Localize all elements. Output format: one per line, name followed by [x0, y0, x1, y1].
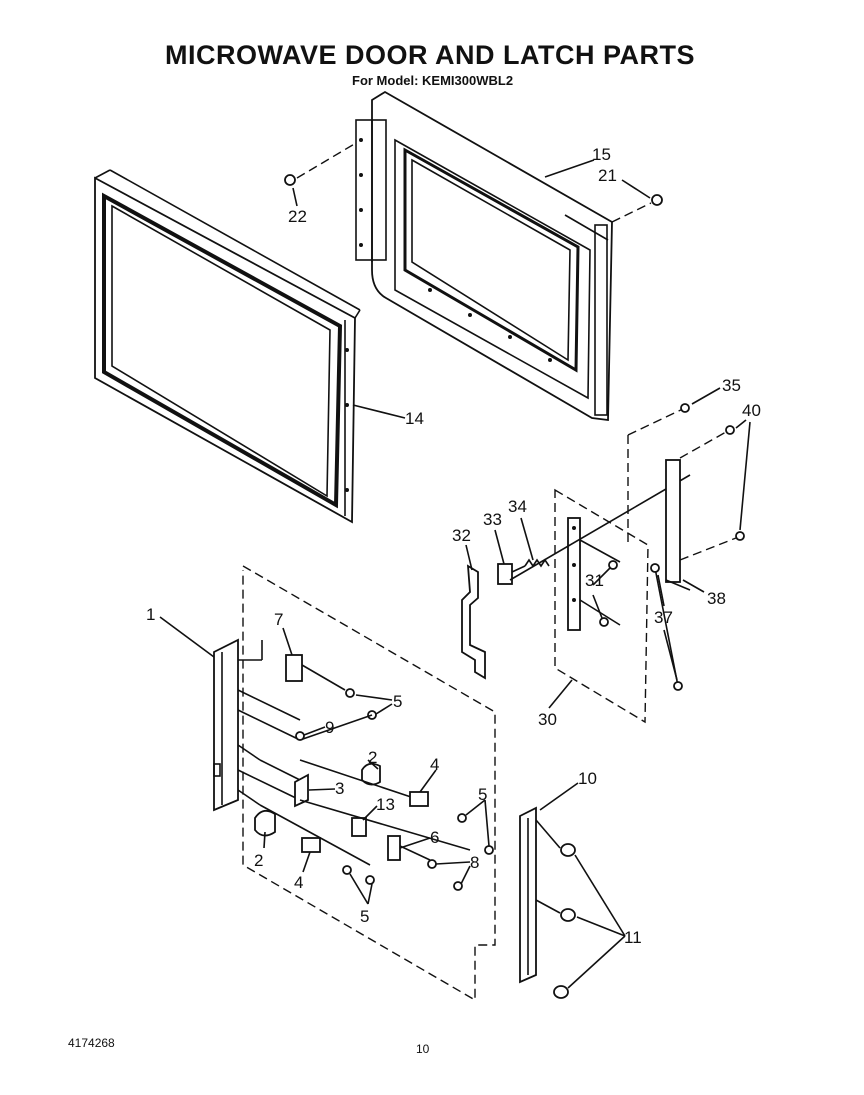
callout-32: 32 — [452, 526, 471, 545]
latch-lever-32-part — [461, 564, 486, 680]
spring-34-part — [509, 474, 691, 581]
switch-2-upper-part — [299, 759, 421, 801]
callout-4-lower: 4 — [294, 873, 303, 892]
latch-frame-1-part — [213, 638, 301, 812]
callout-40: 40 — [742, 401, 761, 420]
rod-37-part — [650, 563, 683, 691]
callout-30: 30 — [538, 710, 557, 729]
callout-34: 34 — [508, 497, 527, 516]
page-title: MICROWAVE DOOR AND LATCH PARTS — [165, 40, 695, 70]
leader-lines — [159, 159, 751, 989]
callout-22: 22 — [288, 207, 307, 226]
callout-35: 35 — [722, 376, 741, 395]
actuator-3-part — [294, 773, 309, 808]
callout-9: 9 — [325, 718, 334, 737]
callout-2-upper: 2 — [368, 748, 377, 767]
screw-22-part — [284, 142, 357, 186]
callout-10: 10 — [578, 769, 597, 788]
callout-15: 15 — [592, 145, 611, 164]
switch-7-part — [285, 654, 346, 691]
callout-21: 21 — [598, 166, 617, 185]
screws-5-mid-part — [457, 813, 494, 855]
callout-5-upper: 5 — [393, 692, 402, 711]
switch-4-lower-part — [301, 837, 321, 853]
switch-2-lower-part — [254, 804, 371, 866]
bracket-38-part — [627, 407, 691, 591]
inner-door-panel-part — [355, 90, 613, 422]
screw-9-part — [295, 731, 305, 741]
callout-1: 1 — [146, 605, 155, 624]
callout-31: 31 — [585, 571, 604, 590]
screws-11-part — [535, 819, 576, 999]
callout-33: 33 — [483, 510, 502, 529]
callout-13: 13 — [376, 795, 395, 814]
callout-14: 14 — [405, 409, 424, 428]
callout-5-lower: 5 — [360, 907, 369, 926]
callout-2-lower: 2 — [254, 851, 263, 870]
door-frame-part — [94, 169, 361, 524]
screws-5-lower-part — [342, 865, 375, 885]
model-subtitle: For Model: KEMI300WBL2 — [352, 73, 514, 88]
screws-5-upper-part — [299, 688, 377, 741]
switch-4-upper-part — [409, 791, 429, 807]
screw-21-part — [611, 194, 663, 223]
page-number: 10 — [416, 1042, 430, 1056]
screws-8-part — [427, 859, 463, 891]
callout-38: 38 — [707, 589, 726, 608]
callout-7: 7 — [274, 610, 283, 629]
callout-3: 3 — [335, 779, 344, 798]
screw-35-part — [680, 403, 690, 413]
hinge-10-part — [519, 806, 537, 984]
callout-11: 11 — [624, 928, 642, 947]
screws-40-part — [679, 425, 745, 561]
callout-5-mid: 5 — [478, 785, 487, 804]
switch-13-part — [299, 799, 471, 851]
callout-6: 6 — [430, 828, 439, 847]
latch-plate-30-part — [554, 488, 649, 724]
callout-37: 37 — [654, 608, 673, 627]
document-number: 4174268 — [68, 1036, 115, 1050]
latch-hook-33-part — [497, 563, 526, 585]
callout-labels: 15 21 22 14 35 40 34 33 32 31 37 38 30 1… — [146, 145, 761, 947]
callout-4-upper: 4 — [430, 755, 439, 774]
callout-8: 8 — [470, 853, 479, 872]
